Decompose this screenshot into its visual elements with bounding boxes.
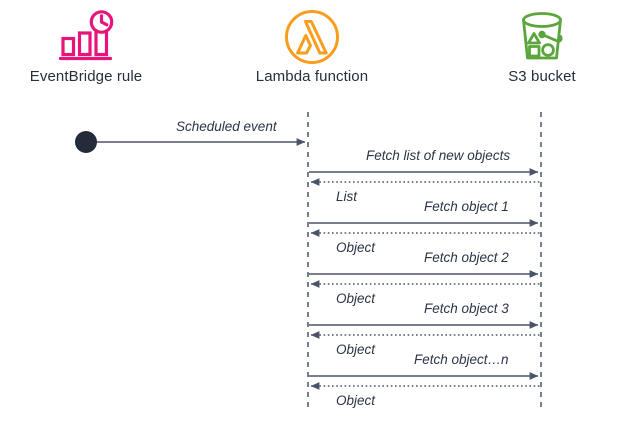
participant-eventbridge-rule: EventBridge rule xyxy=(0,6,186,85)
s3-bucket-icon xyxy=(442,6,638,68)
eventbridge-rule-icon xyxy=(0,6,186,68)
message-label-object-return-2: Object xyxy=(336,291,376,306)
message-label-fetch-object-1: Fetch object 1 xyxy=(424,199,509,214)
message-label-list-return: List xyxy=(336,189,358,204)
message-label-object-return-1: Object xyxy=(336,240,376,255)
participant-lambda-function: Lambda function xyxy=(212,6,412,85)
lambda-function-icon xyxy=(212,6,412,68)
message-label-fetch-object-2: Fetch object 2 xyxy=(424,250,509,265)
participant-label-eventbridge: EventBridge rule xyxy=(29,68,143,85)
message-label-fetch-object-3: Fetch object 3 xyxy=(424,301,509,316)
message-label-fetch-object-n: Fetch object…n xyxy=(414,352,509,367)
start-node xyxy=(75,131,97,153)
message-label-object-return-n: Object xyxy=(336,393,376,408)
message-label-object-return-3: Object xyxy=(336,342,376,357)
message-label-scheduled-event: Scheduled event xyxy=(176,119,277,134)
message-label-fetch-list: Fetch list of new objects xyxy=(366,148,511,163)
participant-label-s3: S3 bucket xyxy=(508,68,576,85)
participant-s3-bucket: S3 bucket xyxy=(442,6,638,85)
participant-label-lambda: Lambda function xyxy=(255,68,369,85)
